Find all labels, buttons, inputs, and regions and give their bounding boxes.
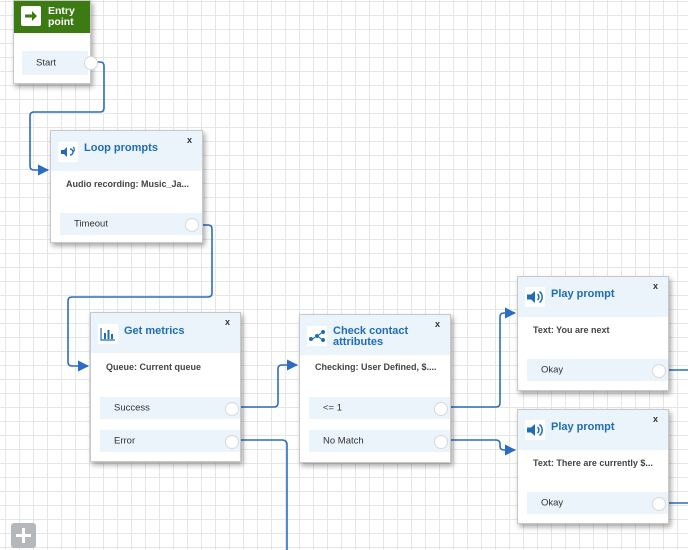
- branch-label: Okay: [541, 364, 564, 376]
- play-prompt-block-1[interactable]: Play prompt x Text: You are next Okay: [517, 276, 669, 391]
- branch-label: Success: [114, 402, 150, 414]
- output-port[interactable]: [434, 435, 448, 449]
- branch-label: <= 1: [323, 402, 343, 414]
- branch-error[interactable]: Error: [100, 430, 240, 452]
- branch-label: Timeout: [74, 218, 108, 230]
- arrow-right-icon: [21, 6, 41, 26]
- output-port[interactable]: [225, 402, 239, 416]
- play-prompt-block-2[interactable]: Play prompt x Text: There are currently …: [517, 409, 669, 524]
- output-port[interactable]: [225, 435, 239, 449]
- wire-le1-to-prompt1: [446, 307, 517, 408]
- wire-success-to-check: [236, 359, 299, 408]
- close-icon[interactable]: x: [186, 135, 192, 145]
- get-metrics-block[interactable]: Get metrics x Queue: Current queue Succe…: [90, 312, 241, 462]
- branch-success[interactable]: Success: [100, 397, 240, 419]
- branch-label: Start: [36, 57, 57, 69]
- close-icon[interactable]: x: [434, 319, 440, 329]
- loop-prompts-header: Loop prompts x: [51, 131, 202, 171]
- get-metrics-header: Get metrics x: [91, 313, 240, 353]
- output-port[interactable]: [434, 402, 448, 416]
- branch-label: Okay: [541, 497, 564, 509]
- output-port[interactable]: [84, 56, 98, 70]
- bar-chart-icon: [98, 324, 118, 344]
- wire-timeout-to-metrics: [67, 224, 213, 372]
- output-port[interactable]: [652, 364, 666, 378]
- close-icon[interactable]: x: [652, 281, 658, 291]
- block-title: Play prompt: [551, 421, 615, 433]
- block-description: Queue: Current queue: [106, 362, 202, 372]
- branch-start[interactable]: Start: [22, 51, 88, 75]
- speaker-icon: [525, 420, 545, 440]
- play-prompt-header: Play prompt x: [518, 410, 668, 450]
- wire-error-down: [236, 439, 288, 550]
- branch-label: Error: [114, 435, 136, 447]
- loop-prompts-block[interactable]: Loop prompts x Audio recording: Music_Ja…: [50, 130, 203, 243]
- block-title: Play prompt: [551, 288, 615, 300]
- add-block-button[interactable]: [11, 523, 36, 548]
- wire-start-to-loop: [29, 61, 105, 176]
- block-title: Loop prompts: [84, 142, 158, 154]
- block-description: Text: There are currently $...: [533, 458, 653, 468]
- wire-nomatch-to-prompt2: [446, 439, 517, 456]
- block-description: Audio recording: Music_Ja...: [66, 179, 190, 189]
- branch-label: No Match: [323, 435, 364, 447]
- speaker-loop-icon: [58, 142, 78, 162]
- block-description: Text: You are next: [533, 325, 610, 335]
- close-icon[interactable]: x: [652, 414, 658, 424]
- branch-icon: [307, 326, 327, 346]
- plus-icon: [16, 528, 31, 543]
- output-port[interactable]: [185, 218, 199, 232]
- branch-okay[interactable]: Okay: [527, 492, 668, 514]
- branch-timeout[interactable]: Timeout: [60, 213, 202, 235]
- branch-less-equal-1[interactable]: <= 1: [309, 397, 450, 419]
- output-port[interactable]: [652, 497, 666, 511]
- branch-no-match[interactable]: No Match: [309, 430, 450, 452]
- play-prompt-header: Play prompt x: [518, 277, 668, 317]
- block-title: Get metrics: [124, 325, 185, 337]
- branch-okay[interactable]: Okay: [527, 359, 668, 381]
- close-icon[interactable]: x: [224, 317, 230, 327]
- block-description: Checking: User Defined, $....: [315, 362, 437, 372]
- speaker-icon: [525, 287, 545, 307]
